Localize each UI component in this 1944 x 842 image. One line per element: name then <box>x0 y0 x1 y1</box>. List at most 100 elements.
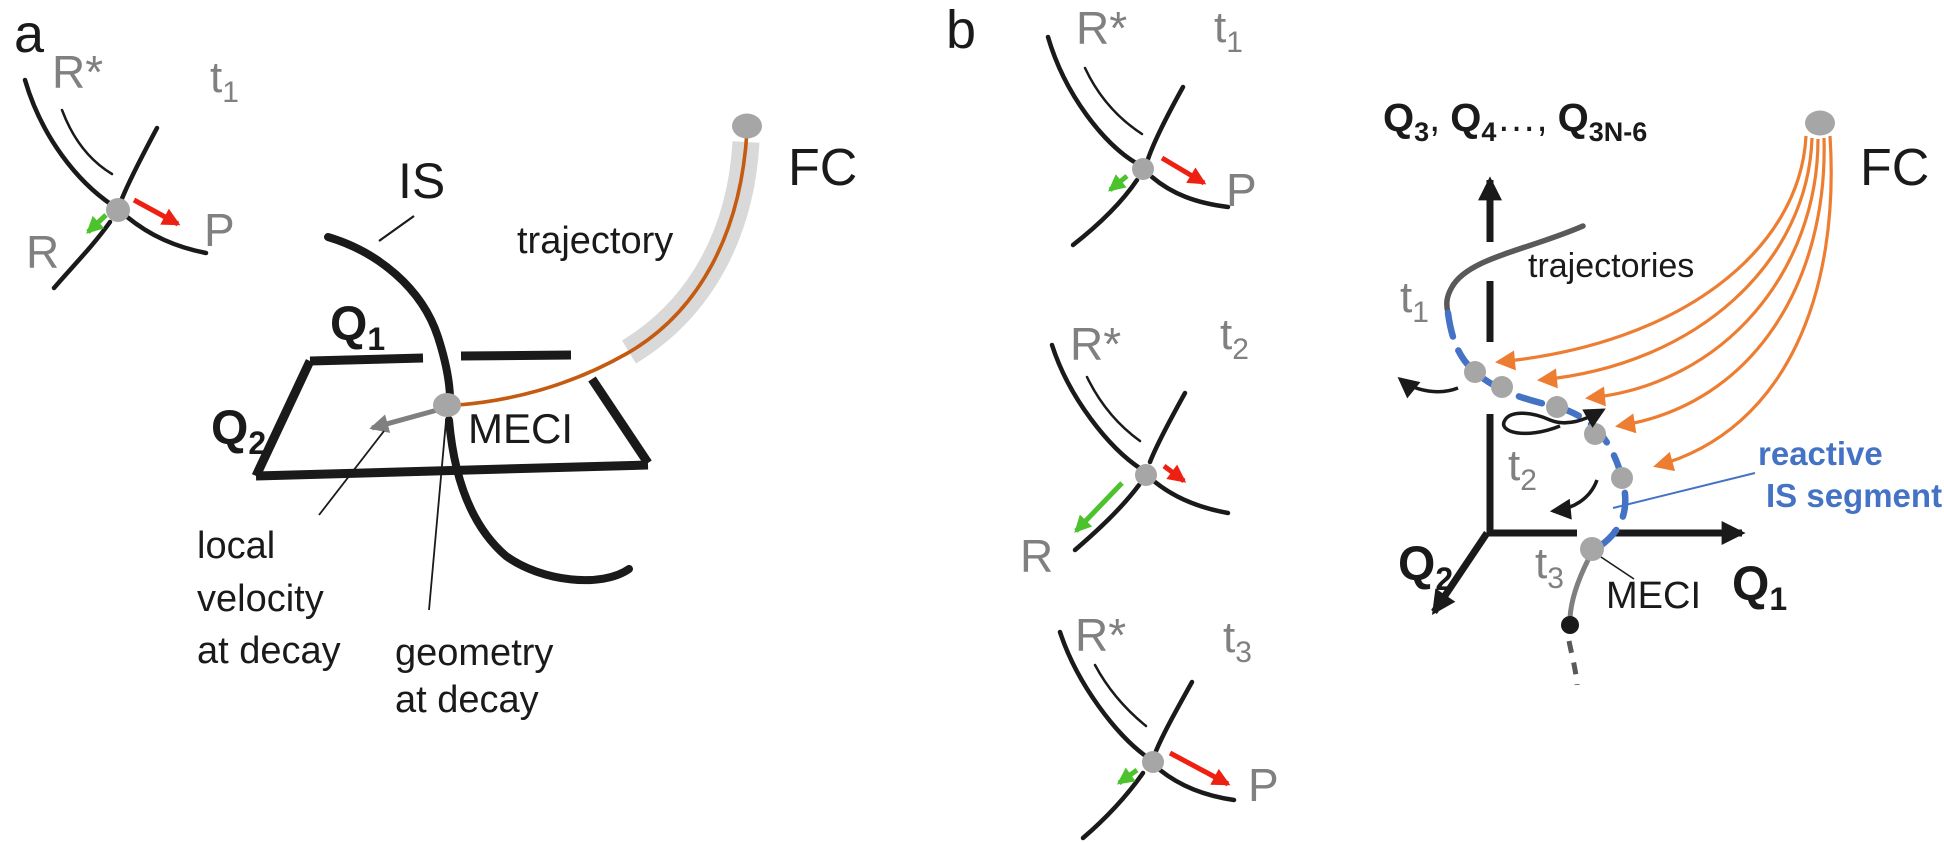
decay-point-dot-1 <box>1464 361 1486 383</box>
velocity-note-line3: at decay <box>197 630 341 672</box>
ground-state-curve-upper <box>118 125 160 204</box>
meci-label-b: MECI <box>1606 575 1701 617</box>
panel-b: b R* t1 P R* t2 R <box>946 0 1942 841</box>
axis-q1-label-b: Q1 <box>1732 558 1787 617</box>
geometry-note-line1: geometry <box>395 632 553 674</box>
velocity-note-line2: velocity <box>197 578 324 620</box>
is-pointer-line <box>378 215 415 242</box>
plane-edge-right <box>588 376 652 466</box>
axis-q2-label-b: Q2 <box>1398 538 1453 597</box>
branching-plane: Q1 Q2 <box>211 298 652 481</box>
meci-pointer-line-b <box>1600 556 1635 580</box>
ground-state-curve-upper <box>1153 679 1195 754</box>
velocity-pointer-line <box>318 430 385 516</box>
product-velocity-arrow <box>132 197 181 227</box>
reactant-velocity-arrow <box>86 213 108 234</box>
upper-adiabatic-curve <box>60 108 114 176</box>
vertical-axis-label: Q3,Q4…,Q3N-6 <box>1383 96 1647 147</box>
trajectory-curve-2 <box>1537 137 1814 389</box>
fc-dot-b <box>1805 110 1835 136</box>
trajectory-label: trajectory <box>517 220 673 262</box>
fc-trajectory-a: FC trajectory <box>457 113 857 407</box>
decay-point-dot-3 <box>1546 396 1568 418</box>
is-seam-b: t1 t2 t3 MECI <box>1400 223 1701 686</box>
meci-annotations-a: MECI local velocity at decay geometry at… <box>197 393 573 721</box>
time-mark-t1: t1 <box>1400 273 1429 329</box>
product-label: P <box>204 204 235 256</box>
trajectory-curve-5 <box>1653 135 1833 472</box>
time-label-t3: t3 <box>1223 613 1252 669</box>
reactant-branch-curve <box>1070 177 1140 248</box>
ground-state-curve-upper <box>1145 84 1186 162</box>
reactant-label: R <box>26 226 59 278</box>
geometry-pointer-line <box>428 420 447 611</box>
fc-trajectories-b: FC trajectories <box>1495 110 1929 472</box>
reactant-velocity-arrow <box>1074 481 1124 533</box>
crossing-point-dot <box>106 198 130 222</box>
time-mark-t3: t3 <box>1535 539 1564 595</box>
seam-end-dot <box>1561 616 1579 634</box>
excited-state-label: R* <box>1075 609 1126 661</box>
crossing-point-dot <box>1142 751 1164 773</box>
reactant-label: R <box>1020 530 1053 582</box>
panel-a: a R* t1 R P IS <box>14 4 857 721</box>
reactant-branch-curve <box>1072 482 1142 553</box>
reactant-velocity-arrow <box>1116 767 1139 786</box>
decay-point-dot-4 <box>1584 423 1606 445</box>
product-branch-curve <box>1149 174 1231 210</box>
reactive-segment-pointer-line <box>1612 472 1756 509</box>
geometry-note-line2: at decay <box>395 679 539 721</box>
product-velocity-arrow <box>1162 464 1187 483</box>
excited-state-curve <box>22 77 115 208</box>
trajectory-curve <box>457 130 749 407</box>
reactant-velocity-arrow <box>1108 174 1129 192</box>
reactant-branch-curve <box>1080 770 1146 841</box>
panel-b-state-inset-t1: R* t1 P <box>1045 2 1257 248</box>
decay-direction-arrows <box>1397 377 1606 520</box>
decay-point-dot-5 <box>1611 467 1633 489</box>
axis-q1-label-a: Q1 <box>330 298 385 357</box>
plane-edge-bottom <box>255 460 649 481</box>
excited-state-label: R* <box>1070 318 1121 370</box>
decay-arrow-loop <box>1501 408 1606 436</box>
coordinate-axes: Q3,Q4…,Q3N-6 Q1 Q2 <box>1383 96 1787 617</box>
meci-dot-a <box>433 393 461 417</box>
product-branch-curve <box>1157 767 1237 803</box>
decay-point-dot-2 <box>1491 376 1513 398</box>
fc-dot-a <box>732 113 762 139</box>
time-label-t2: t2 <box>1220 310 1249 366</box>
trajectories-label: trajectories <box>1528 247 1694 285</box>
time-label-t1: t1 <box>1214 3 1243 59</box>
is-curve-upper <box>324 233 454 404</box>
crossing-point-dot <box>1132 158 1154 180</box>
axis-q2-label-a: Q2 <box>211 402 266 461</box>
decay-arrow-lower <box>1549 479 1599 520</box>
excited-state-curve <box>1049 342 1144 472</box>
panel-b-state-inset-t3: R* t3 P <box>1057 609 1279 841</box>
is-label: IS <box>398 153 445 209</box>
excited-state-label: R* <box>1076 2 1127 54</box>
panel-b-state-inset-t2: R* t2 R <box>1020 310 1249 582</box>
excited-state-label: R* <box>52 46 103 98</box>
is-seam-lower-gray <box>1567 557 1591 621</box>
trajectory-curve-3 <box>1585 138 1820 407</box>
fc-label-b: FC <box>1860 139 1929 197</box>
decay-arrow-left <box>1397 377 1459 399</box>
product-velocity-arrow <box>1168 750 1231 787</box>
ground-state-curve-upper <box>1147 390 1188 465</box>
meci-label-a: MECI <box>468 405 573 452</box>
local-velocity-arrow <box>369 406 442 433</box>
plane-edge-top-right <box>460 350 572 361</box>
time-mark-t2: t2 <box>1508 441 1537 497</box>
plane-edge-left <box>251 359 315 478</box>
reactant-branch-curve <box>51 219 113 291</box>
panel-b-label: b <box>946 0 976 60</box>
product-label: P <box>1226 164 1257 216</box>
q2-axis-arrow <box>1431 531 1490 615</box>
reactive-note-line2: IS segment <box>1766 477 1942 514</box>
trajectory-curve-1 <box>1495 135 1808 371</box>
velocity-note-line1: local <box>197 525 275 567</box>
panel-a-state-inset: R* t1 R P <box>22 46 239 291</box>
